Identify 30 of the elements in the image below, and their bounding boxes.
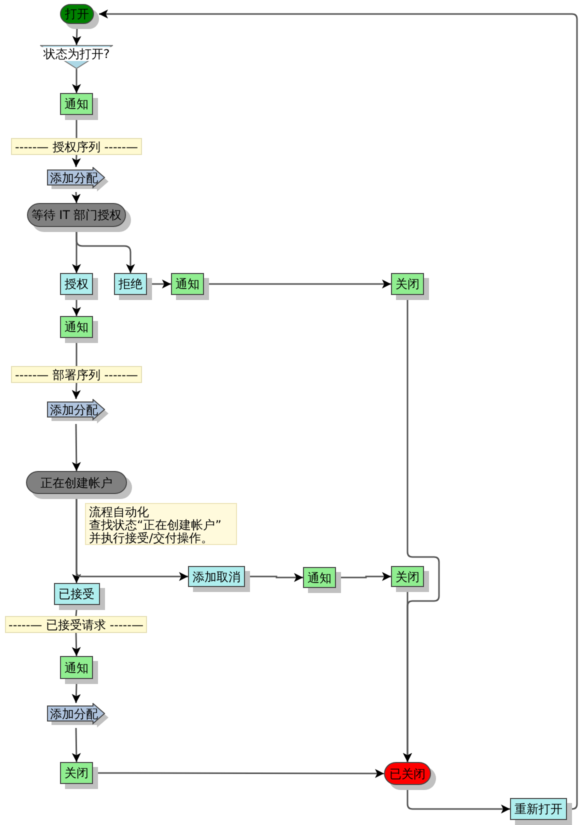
arrow <box>72 424 81 471</box>
arrow <box>98 768 384 778</box>
decision-triangle: 状态为打开? <box>40 45 113 69</box>
sequence-banner: -----— 授权序列 -----— <box>11 138 142 155</box>
arrow <box>72 28 82 46</box>
arrow <box>152 280 171 288</box>
connector-line <box>76 343 78 366</box>
arrow <box>72 69 81 93</box>
note-heading: 流程自动化 <box>89 506 149 519</box>
arrow <box>72 300 81 316</box>
arrow <box>72 154 81 168</box>
connector-line <box>76 120 78 138</box>
arrow <box>76 232 135 273</box>
sequence-banner: -----— 部署序列 -----— <box>11 366 142 383</box>
arrow <box>76 499 188 581</box>
arrow <box>209 280 391 288</box>
arrow <box>250 573 303 582</box>
arrow <box>341 572 391 581</box>
sequence-banner: -----— 已接受请求 -----— <box>5 616 147 633</box>
arrow <box>406 790 510 814</box>
arrow <box>403 592 412 762</box>
arrow <box>72 632 81 656</box>
connector-line <box>75 610 78 616</box>
note-text: 查找状态“正在创建帐户”并执行接受/交付操作。 <box>89 519 222 545</box>
arrow <box>72 382 81 400</box>
arrow <box>72 684 81 704</box>
arrow <box>99 10 578 810</box>
note-box <box>85 503 237 545</box>
arrow <box>72 728 81 762</box>
arrow <box>72 192 81 204</box>
